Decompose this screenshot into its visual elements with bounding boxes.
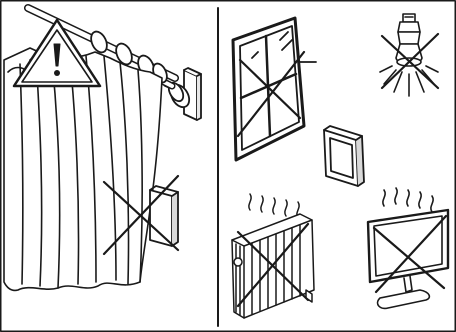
left-panel bbox=[4, 8, 201, 290]
right-panel bbox=[232, 14, 448, 318]
monitor-icon bbox=[368, 188, 448, 308]
spotlight-icon bbox=[380, 14, 438, 96]
thermostat-icon bbox=[324, 126, 364, 186]
